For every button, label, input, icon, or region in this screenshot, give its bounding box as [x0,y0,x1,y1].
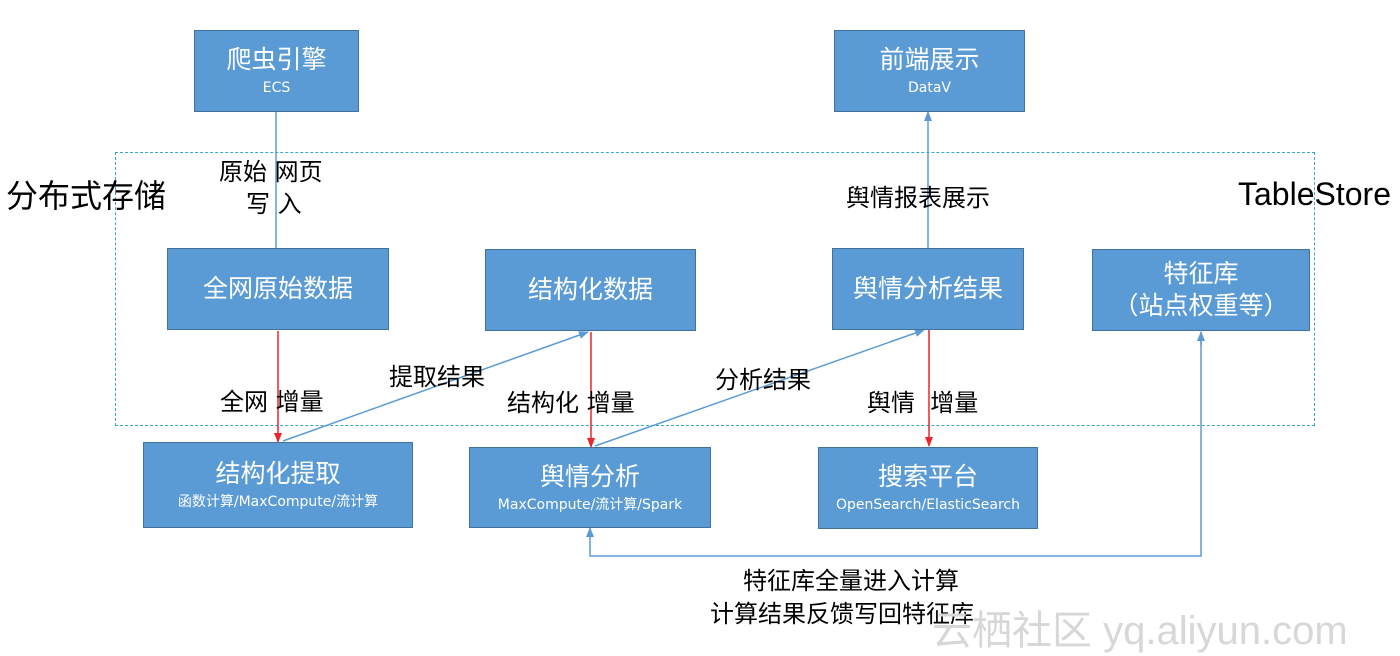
watermark-text: 云栖社区 yq.aliyun.com [932,609,1348,653]
feature-store-sub: （站点权重等） [1113,291,1289,320]
region-title-left: 分布式存储 [6,177,167,215]
edge-label-feature-out: 计算结果反馈写回特征库 [710,600,974,628]
structured-data-title: 结构化数据 [527,275,653,304]
search-platform-node: 搜索平台 OpenSearch/ElasticSearch [818,447,1038,529]
frontend-node: 前端展示 DataV [834,30,1025,112]
structured-extract-sub: 函数计算/MaxCompute/流计算 [177,494,379,510]
sentiment-analysis-title: 舆情分析 [539,461,640,491]
edge-label-structured-increment: 结构化 增量 [507,389,635,417]
sentiment-analysis-sub: MaxCompute/流计算/Spark [497,496,683,513]
structured-extract-title: 结构化提取 [215,459,341,488]
crawler-engine-node: 爬虫引擎 ECS [194,30,359,112]
edge-label-sentiment-increment: 舆情 增量 [867,389,979,417]
edge-label-raw-write-2: 写 入 [246,190,302,218]
analysis-result-node: 舆情分析结果 [832,248,1024,330]
edge-label-raw-write-1: 原始 网页 [219,158,323,186]
feature-store-node: 特征库 （站点权重等） [1092,249,1310,331]
distributed-storage-region [115,152,1315,426]
edge-label-raw-increment: 全网 增量 [220,388,324,416]
edge-analysis-to-result [594,329,925,447]
edge-label-analysis-result: 分析结果 [715,366,811,394]
search-platform-title: 搜索平台 [877,462,978,491]
feature-store-title: 特征库 [1163,259,1239,288]
edge-label-extract-result: 提取结果 [389,363,485,391]
frontend-sub: DataV [907,80,951,96]
structured-data-node: 结构化数据 [485,249,696,331]
search-platform-sub: OpenSearch/ElasticSearch [836,497,1020,513]
crawler-engine-sub: ECS [262,80,291,96]
edge-feature-to-analysis [586,332,1202,557]
edge-label-feature-in: 特征库全量进入计算 [743,567,959,595]
crawler-engine-title: 爬虫引擎 [226,45,327,74]
frontend-title: 前端展示 [879,45,980,74]
raw-data-node: 全网原始数据 [167,248,389,330]
sentiment-analysis-node: 舆情分析 MaxCompute/流计算/Spark [469,447,711,528]
edge-label-report-display: 舆情报表展示 [846,184,990,212]
raw-data-title: 全网原始数据 [202,274,353,303]
edge-extract-to-structured [282,331,589,442]
structured-extract-node: 结构化提取 函数计算/MaxCompute/流计算 [143,442,413,528]
analysis-result-title: 舆情分析结果 [852,274,1003,303]
region-title-right: TableStore [1238,176,1391,212]
